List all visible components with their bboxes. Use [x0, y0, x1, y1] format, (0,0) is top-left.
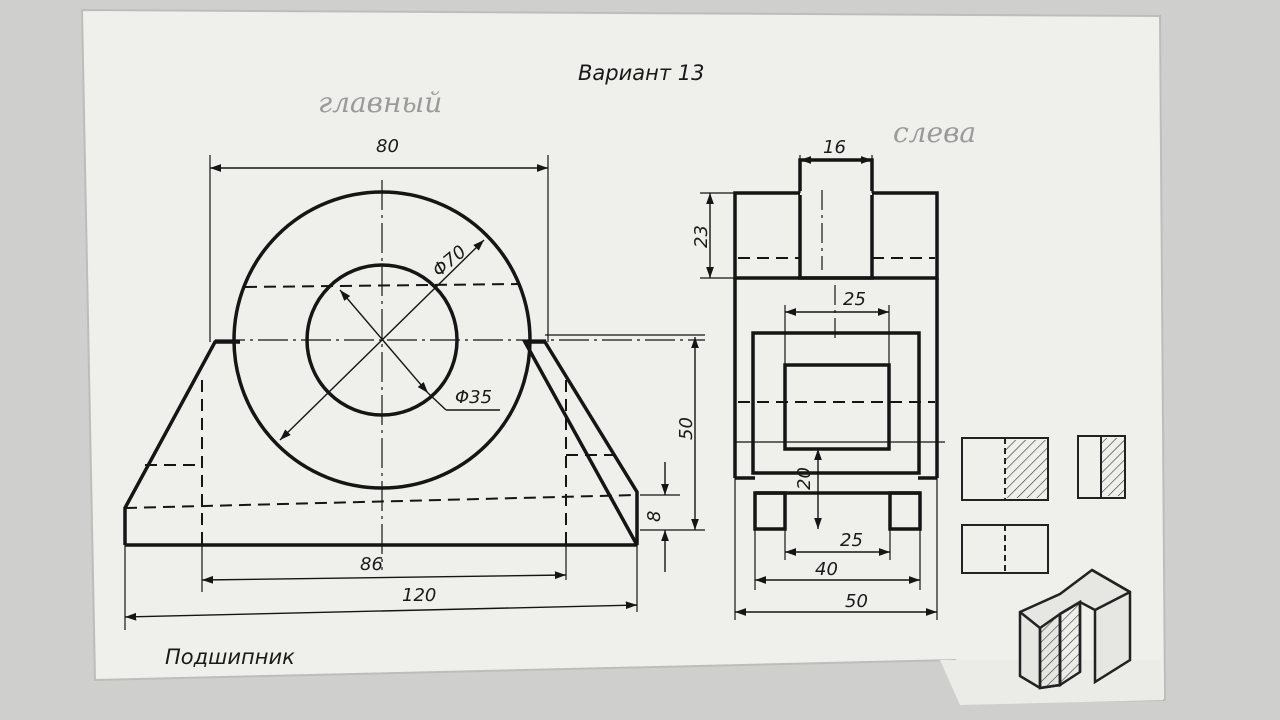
dim-total-width-side: 50 [845, 591, 868, 612]
front-extension-lines [124, 155, 705, 630]
dim-width-top: 80 [376, 136, 399, 157]
section-sketches [961, 435, 1126, 574]
front-view-outline [123, 340, 639, 546]
front-view [123, 155, 705, 630]
side-window [783, 363, 891, 451]
handwritten-front-note: главный [318, 86, 442, 119]
dim-inner-diameter: Φ35 [455, 387, 492, 408]
dim-inner-width: 86 [360, 554, 383, 575]
isometric-sketch [1018, 568, 1132, 690]
dim-height: 50 [676, 417, 697, 440]
dim-boss-width: 16 [823, 137, 846, 158]
handwritten-left-note: слева [893, 116, 976, 149]
dim-base-thickness: 8 [644, 511, 665, 522]
front-dimension-lines [124, 164, 699, 621]
dim-boss-height: 23 [691, 225, 712, 248]
dim-window-width: 25 [843, 289, 866, 310]
drawing-title: Вариант 13 [578, 61, 704, 85]
dim-window-height: 20 [794, 467, 815, 490]
paper-sheet [80, 8, 1167, 704]
side-dimension-lines [706, 156, 937, 616]
side-hidden-lines [738, 257, 935, 403]
dim-slot-width: 25 [840, 530, 863, 551]
part-name: Подшипник [165, 645, 295, 669]
dim-inner-width-side: 40 [815, 559, 838, 580]
side-view [700, 155, 945, 620]
dim-total-width: 120 [402, 585, 436, 606]
